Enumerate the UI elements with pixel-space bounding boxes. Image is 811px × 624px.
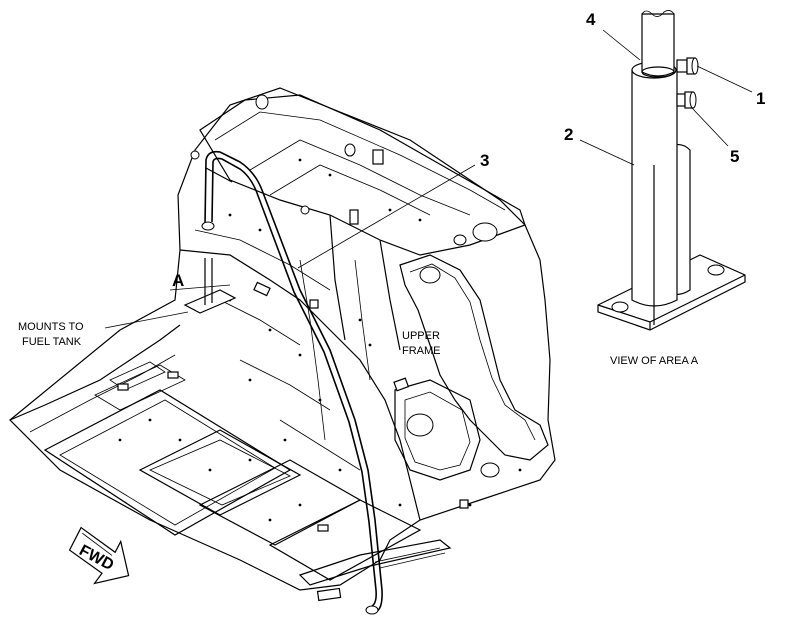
bolt-1 <box>676 57 699 75</box>
callout-3: 3 <box>480 151 489 170</box>
view-of-area-label: VIEW OF AREA A <box>610 355 699 367</box>
view-letter-a: A <box>172 271 184 290</box>
handrail <box>201 150 383 615</box>
upper-frame-drawing <box>9 87 556 602</box>
callout-4: 4 <box>586 10 596 29</box>
leader-3 <box>297 164 476 269</box>
callout-2: 2 <box>564 125 573 144</box>
callout-5: 5 <box>730 147 739 166</box>
leader-2 <box>579 139 635 166</box>
callout-1: 1 <box>756 89 765 108</box>
detail-view-area-a <box>579 10 753 331</box>
leader-mounts <box>104 311 189 329</box>
fwd-arrow: FWD <box>68 526 130 585</box>
area-a-mount <box>169 258 237 314</box>
leader-5 <box>691 107 729 147</box>
bolt-5 <box>676 91 697 109</box>
upper-label: UPPER <box>402 330 440 342</box>
fuel-tank-label: FUEL TANK <box>22 336 82 348</box>
frame-label: FRAME <box>402 345 441 357</box>
mounts-to-label: MOUNTS TO <box>18 321 84 333</box>
leader-4 <box>602 29 641 61</box>
leader-1 <box>696 65 753 93</box>
